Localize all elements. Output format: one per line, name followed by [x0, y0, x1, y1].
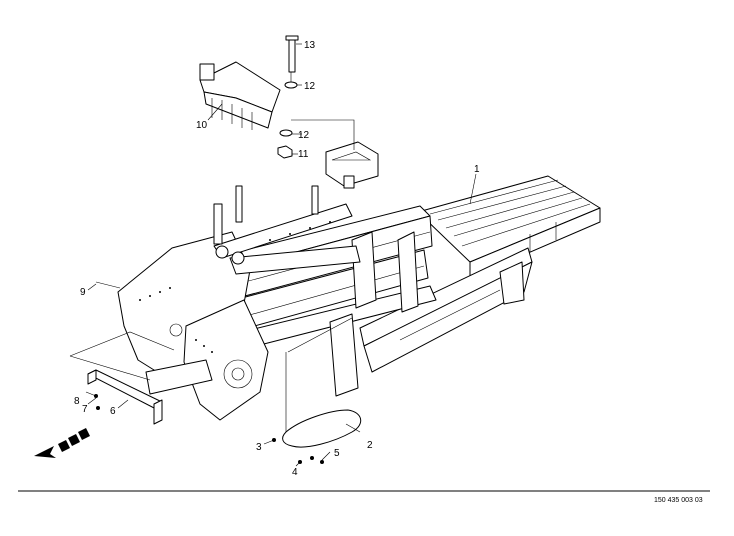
leader-lines	[69, 43, 477, 467]
callout-12-lower: 12	[298, 130, 310, 141]
document-number: 150 435 003 03	[654, 497, 703, 504]
small-fasteners	[94, 281, 324, 464]
callout-7: 7	[82, 404, 88, 415]
callout-8: 8	[74, 396, 80, 407]
callout-5: 5	[334, 448, 340, 459]
part-2-side-cover	[282, 409, 362, 448]
callout-10: 10	[196, 120, 208, 131]
callout-1: 1	[474, 164, 480, 175]
callout-13: 13	[304, 40, 316, 51]
part-10-cover	[199, 61, 281, 130]
upper-mount-bracket	[325, 141, 379, 189]
callout-2: 2	[367, 440, 373, 451]
callout-4: 4	[292, 467, 298, 478]
callout-12-upper: 12	[304, 81, 316, 92]
callout-9: 9	[80, 287, 86, 298]
callout-6: 6	[110, 406, 116, 417]
callout-11: 11	[298, 149, 309, 160]
main-chassis-frame	[117, 185, 533, 421]
direction-arrow-icon	[34, 428, 90, 458]
fastener-stack	[277, 35, 299, 159]
callout-labels: 1 2 3 4 5 6 7 8 9 10 11 12 12 13	[74, 40, 480, 478]
callout-3: 3	[256, 442, 262, 453]
part-6-crossbar	[87, 369, 163, 425]
